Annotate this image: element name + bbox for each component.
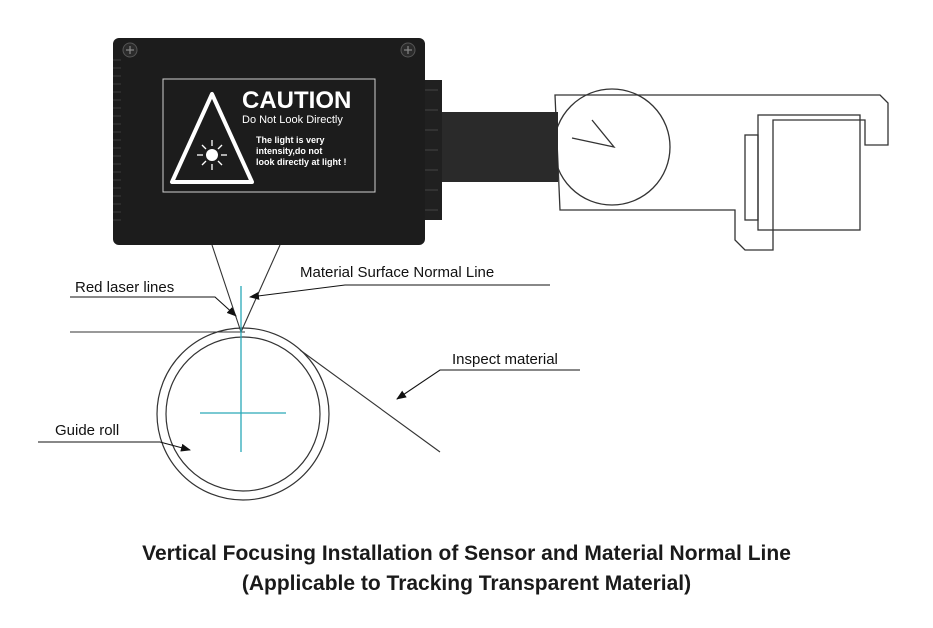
red-laser-lines xyxy=(211,244,281,333)
mounting-bracket xyxy=(553,88,889,251)
caution-label: CAUTION Do Not Look Directly The light i… xyxy=(162,78,376,193)
label-normal-line: Material Surface Normal Line xyxy=(300,264,494,281)
caution-body-line: look directly at light ! xyxy=(256,157,347,167)
leader-red-laser xyxy=(70,296,237,317)
leader-inspect-material xyxy=(396,369,580,400)
leader-guide-roll xyxy=(38,441,191,452)
screw-icon xyxy=(400,42,416,58)
connector-block xyxy=(440,112,558,182)
label-guide-roll: Guide roll xyxy=(55,422,119,439)
caution-body-line: intensity,do not xyxy=(256,146,322,156)
cooling-fins xyxy=(113,59,121,221)
label-inspect-material: Inspect material xyxy=(452,351,558,368)
material-normal-line xyxy=(200,286,286,452)
caution-subtitle: Do Not Look Directly xyxy=(242,114,343,126)
guide-roll xyxy=(156,327,330,501)
laser-warning-icon xyxy=(170,92,254,184)
inspect-material-web xyxy=(299,349,441,453)
caution-body-line: The light is very xyxy=(256,135,325,145)
caption-line-2: (Applicable to Tracking Transparent Mate… xyxy=(241,572,692,595)
screw-icon xyxy=(122,42,138,58)
caption-line-1: Vertical Focusing Installation of Sensor… xyxy=(142,542,791,565)
laser-sensor: CAUTION Do Not Look Directly The light i… xyxy=(113,38,425,245)
caution-title: CAUTION xyxy=(242,87,351,114)
leader-normal-line xyxy=(249,284,550,300)
label-red-laser-lines: Red laser lines xyxy=(75,279,174,296)
